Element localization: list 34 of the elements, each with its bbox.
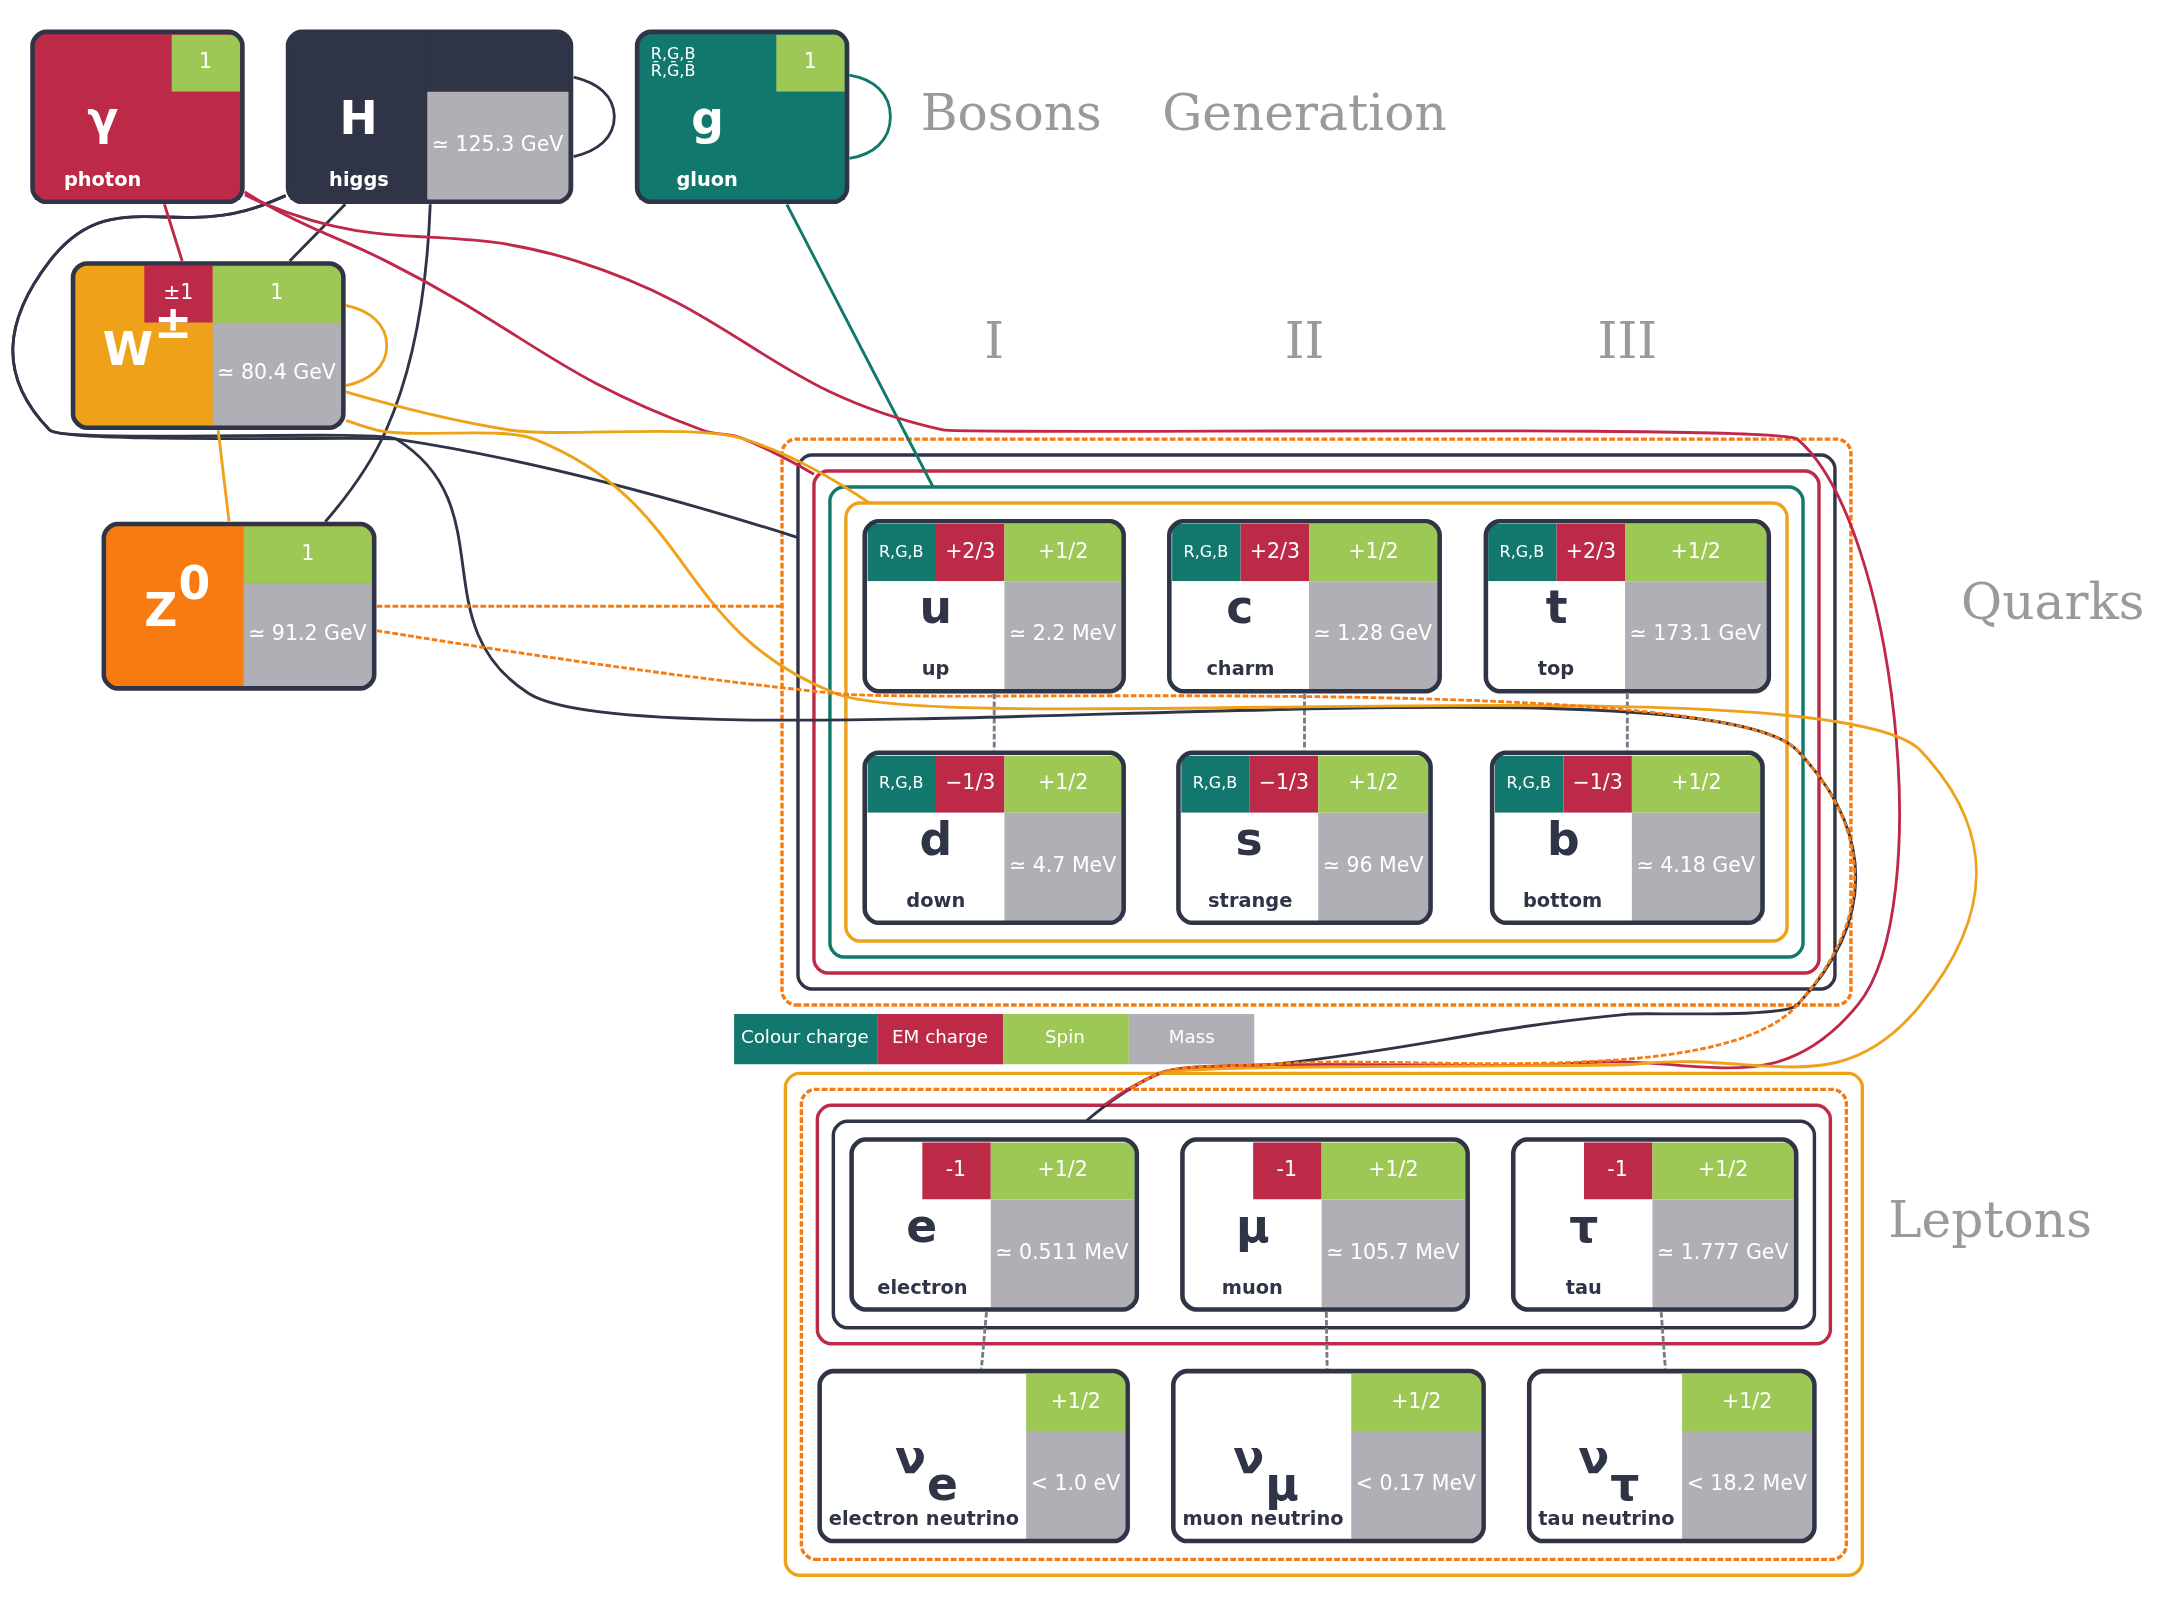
label: Generation [1162, 82, 1447, 142]
connector [345, 303, 389, 387]
label: II [1284, 310, 1325, 370]
label: Bosons [920, 82, 1102, 142]
connector [1625, 693, 1629, 750]
connector [324, 203, 432, 523]
legend-label: Mass [1168, 1025, 1215, 1047]
cluster [831, 1119, 1817, 1329]
label: III [1597, 310, 1658, 370]
connector [216, 429, 231, 522]
label: Leptons [1888, 1189, 2092, 1249]
connector [849, 73, 892, 160]
connector [1303, 693, 1306, 750]
connector [979, 1311, 988, 1369]
connector [288, 202, 347, 262]
connector [163, 203, 184, 261]
legend-label: EM charge [892, 1025, 988, 1047]
label: Quarks [1961, 571, 2145, 631]
legend-label: Colour charge [740, 1025, 869, 1047]
connector [573, 75, 616, 158]
connector [785, 203, 935, 488]
label: I [984, 310, 1005, 370]
connector [992, 693, 996, 750]
connector [345, 418, 1978, 1075]
connector [376, 628, 1856, 1091]
legend-label: Spin [1044, 1025, 1085, 1047]
connector [11, 193, 1857, 1122]
connector [345, 390, 871, 504]
connector [244, 190, 815, 475]
connector [376, 604, 782, 608]
cluster [815, 1103, 1833, 1345]
connector [1324, 1311, 1329, 1369]
connector [244, 192, 1901, 1106]
connector [1659, 1311, 1667, 1369]
